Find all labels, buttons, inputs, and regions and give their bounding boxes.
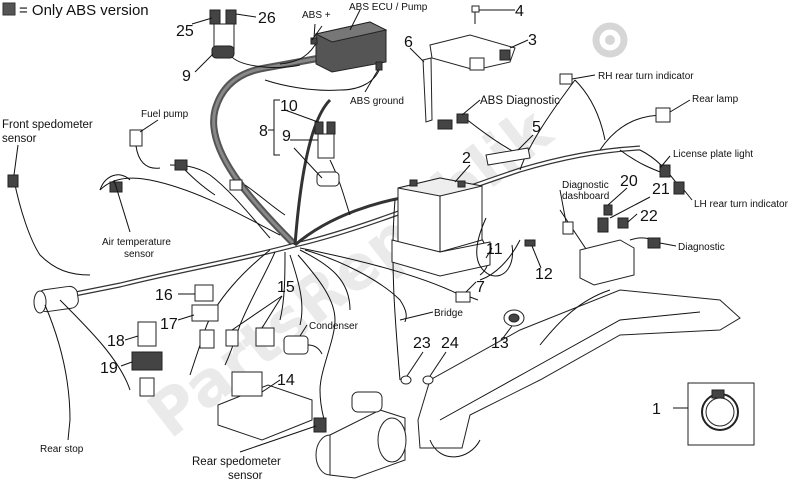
label-rear-speedo-1: Rear spedometer [192,456,281,468]
callout-16: 16 [155,287,173,304]
abs-diagnostic-connector-b [456,113,469,124]
callout-13: 13 [491,335,509,352]
callout-11: 11 [486,241,503,258]
relay-25 [209,9,237,59]
relay-9-center [314,121,340,187]
battery-tray [391,239,491,277]
callout-12: 12 [535,266,553,283]
gear-watermark-icon [592,22,628,58]
callout-21: 21 [652,181,670,198]
callout-15: 15 [277,279,295,296]
connector-15c [199,329,215,349]
callout-3: 3 [528,32,537,49]
abs-diagnostic-connector-a [437,119,453,130]
relay-15a [225,329,239,347]
label-license-light: License plate light [673,149,753,160]
label-condenser: Condenser [309,321,359,332]
label-rear-speedo-2: sensor [228,470,263,482]
label-air-temp-1: Air temperature [102,237,171,248]
relay-17 [191,304,219,322]
main-harness [13,39,679,426]
label-fuel-pump: Fuel pump [141,109,189,120]
callout-22: 22 [640,208,658,225]
plate-5 [485,147,531,166]
label-abs-diagnostic: ABS Diagnostic [480,95,560,107]
legend-text: = Only ABS version [19,2,149,19]
fuse-base-14 [217,384,313,441]
label-diag-dash-1: Diagnostic [562,180,609,191]
callout-9b: 9 [282,128,291,145]
starter-motor [315,391,407,479]
callout-8: 8 [259,123,268,140]
clamp-1-box [687,382,755,446]
callout-26: 26 [258,10,276,27]
rh-turn-connector [559,73,573,85]
abs-ground-connector [375,61,383,71]
connector-small [229,179,243,191]
label-front-speedo-2: sensor [2,133,37,145]
label-abs-plus: ABS + [302,10,331,21]
fuel-pump-connector [129,129,188,171]
washer-24 [422,375,434,385]
diagnostic-dashboard-connector [562,221,574,235]
rear-speedo-sensor [313,417,327,433]
callout-25: 25 [176,23,194,40]
condenser [283,335,323,355]
battery-2 [397,177,483,253]
callout-9a: 9 [182,68,191,85]
lh-turn-connector [673,181,685,195]
fuse-block [231,371,263,397]
label-lh-turn: LH rear turn indicator [694,199,789,210]
label-rh-turn: RH rear turn indicator [598,71,694,82]
license-plate-connector [659,164,671,178]
callout-23: 23 [413,335,431,352]
wire-11 [476,217,514,277]
label-front-speedo-1: Front spedometer [2,119,93,131]
leader-lines [13,9,693,453]
rear-lamp-connector [655,107,671,123]
cable-7 [455,291,479,303]
nut-23 [400,375,412,385]
callout-2: 2 [462,150,471,167]
screw-4 [471,5,480,24]
callout-19: 19 [100,360,118,377]
rear-frame [417,289,741,458]
label-diag-dash-2: dashboard [562,191,609,202]
callout-6: 6 [404,34,413,51]
callout-4: 4 [515,3,524,20]
callout-5: 5 [532,119,541,136]
relay-19 [131,351,163,371]
diagnostic-connector [647,237,661,249]
fuse-box [579,204,635,286]
callout-14: 14 [277,372,295,389]
label-abs-ecu: ABS ECU / Pump [349,2,428,13]
label-bridge: Bridge [434,308,463,319]
relay-18 [137,321,157,347]
bracket-3 [429,34,516,71]
relay-15b [255,327,275,347]
callout-1: 1 [652,401,661,418]
label-diagnostic: Diagnostic [678,242,725,253]
label-abs-ground: ABS ground [350,96,404,107]
label-rear-lamp: Rear lamp [692,94,739,105]
callout-17: 17 [160,316,178,333]
abs-plus-connector [310,37,318,45]
callout-20: 20 [620,173,638,190]
callout-10: 10 [280,98,298,115]
callout-18: 18 [107,333,125,350]
label-air-temp-2: sensor [124,249,155,260]
label-rear-stop: Rear stop [40,444,84,455]
callout-7: 7 [476,279,485,296]
legend-swatch [2,2,16,16]
socket-13 [503,309,525,327]
relay-16 [194,284,214,302]
strap-6 [422,57,433,123]
relay-19b [139,377,155,397]
front-speedo-sensor [7,174,19,188]
bolt-12 [524,239,536,247]
callout-24: 24 [441,335,459,352]
